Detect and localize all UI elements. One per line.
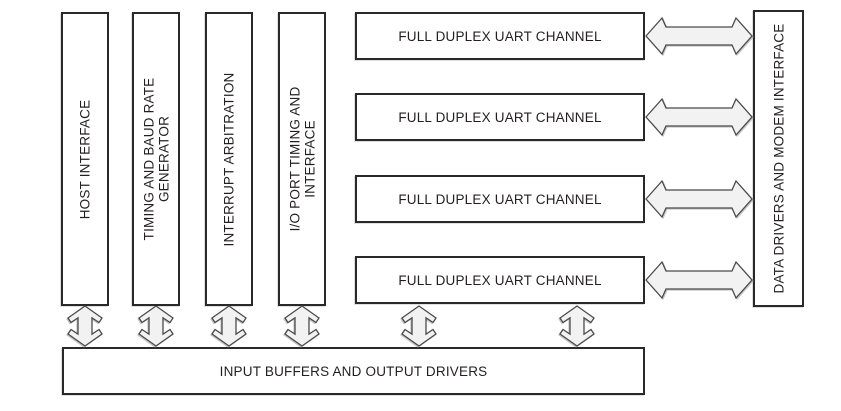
block-host-interface: HOST INTERFACE [61, 12, 109, 306]
block-timing-baud-rate-generator-label: TIMING AND BAUD RATE GENERATOR [141, 77, 172, 241]
double-arrow-ioport-buffers-icon [284, 305, 320, 347]
double-arrow-uart2-modem-icon [645, 97, 753, 137]
block-uart-channel-3-label: FULL DUPLEX UART CHANNEL [398, 191, 602, 207]
block-uart-channel-4: FULL DUPLEX UART CHANNEL [355, 256, 645, 304]
block-io-port-timing-interface-label: I/O PORT TIMING AND INTERFACE [287, 86, 318, 232]
block-io-port-timing-interface: I/O PORT TIMING AND INTERFACE [278, 12, 326, 306]
double-arrow-uart3-modem-icon [645, 179, 753, 219]
double-arrow-uart4-buffers-right-icon [559, 305, 595, 347]
block-uart-channel-1: FULL DUPLEX UART CHANNEL [355, 12, 645, 60]
block-uart-channel-1-label: FULL DUPLEX UART CHANNEL [398, 28, 602, 44]
double-arrow-uart1-modem-icon [645, 16, 753, 56]
block-host-interface-label: HOST INTERFACE [77, 99, 93, 219]
block-interrupt-arbitration-label: INTERRUPT ARBITRATION [221, 72, 237, 246]
block-timing-baud-rate-generator: TIMING AND BAUD RATE GENERATOR [132, 12, 180, 306]
block-uart-channel-2-label: FULL DUPLEX UART CHANNEL [398, 109, 602, 125]
double-arrow-uart4-modem-icon [645, 260, 753, 300]
double-arrow-interrupt-buffers-icon [211, 305, 247, 347]
double-arrow-host-buffers-icon [67, 305, 103, 347]
block-input-buffers-output-drivers-label: INPUT BUFFERS AND OUTPUT DRIVERS [219, 363, 488, 379]
double-arrow-uart4-buffers-left-icon [401, 305, 437, 347]
block-uart-channel-3: FULL DUPLEX UART CHANNEL [355, 175, 645, 223]
block-input-buffers-output-drivers: INPUT BUFFERS AND OUTPUT DRIVERS [62, 347, 645, 395]
block-uart-channel-2: FULL DUPLEX UART CHANNEL [355, 93, 645, 141]
double-arrow-timing-buffers-icon [138, 305, 174, 347]
block-data-drivers-modem-interface-label: DATA DRIVERS AND MODEM INTERFACE [771, 23, 786, 294]
block-data-drivers-modem-interface: DATA DRIVERS AND MODEM INTERFACE [753, 10, 804, 307]
block-interrupt-arbitration: INTERRUPT ARBITRATION [205, 12, 253, 306]
block-uart-channel-4-label: FULL DUPLEX UART CHANNEL [398, 272, 602, 288]
